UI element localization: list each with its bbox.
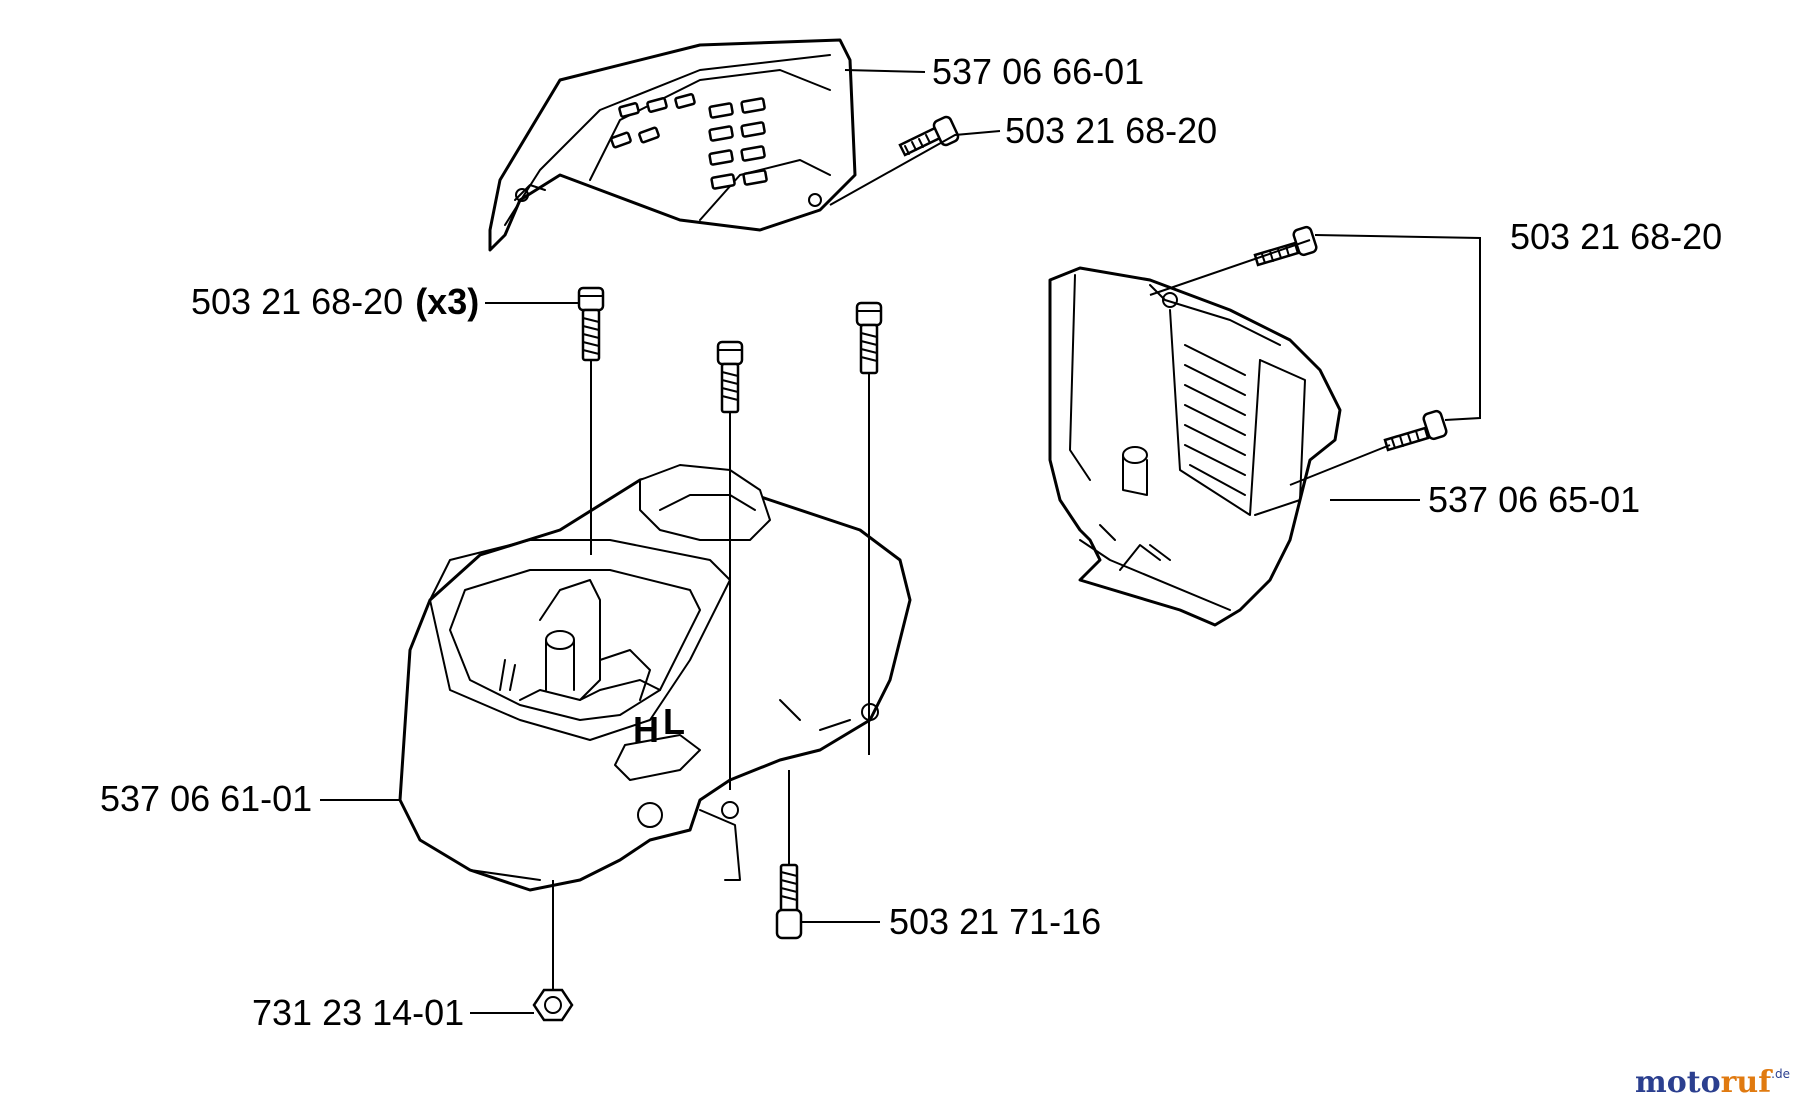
label-top-cover-screw: 503 21 68-20 — [1005, 110, 1217, 151]
label-bottom-screw: 503 21 71-16 — [889, 901, 1101, 942]
cylinder-cover-part — [398, 464, 912, 892]
cylinder-cover-screw-middle — [716, 340, 744, 414]
bottom-screw — [775, 863, 803, 940]
cylinder-cover-screw-right — [855, 301, 883, 375]
choke-h-marking: H — [633, 709, 659, 750]
label-right-cover-screws: 503 21 68-20 — [1510, 216, 1722, 257]
label-cylinder-cover-screws-qty: (x3) — [415, 281, 479, 322]
svg-text:motoruf.de: motoruf.de — [1635, 1065, 1790, 1100]
brand-moto: moto — [1635, 1065, 1721, 1100]
label-cylinder-cover-screws: 503 21 68-20(x3) — [191, 281, 479, 322]
right-cover-part — [1048, 266, 1342, 627]
label-nut: 731 23 14-01 — [252, 992, 464, 1033]
right-cover-screw-upper — [1253, 225, 1318, 267]
label-right-cover: 537 06 65-01 — [1428, 479, 1640, 520]
top-cover-part — [488, 38, 857, 252]
label-top-cover: 537 06 66-01 — [932, 51, 1144, 92]
brand-tld: .de — [1771, 1067, 1790, 1081]
right-cover-fins — [1184, 344, 1246, 496]
top-cover-screw — [898, 115, 960, 157]
cylinder-cover-screw-left — [577, 286, 605, 362]
hex-nut — [532, 988, 574, 1022]
leader-lines — [320, 69, 1481, 1014]
choke-l-marking: L — [663, 701, 685, 742]
label-cylinder-cover: 537 06 61-01 — [100, 778, 312, 819]
brand-ruf: ruf — [1721, 1065, 1774, 1100]
top-cover-vents — [610, 93, 768, 190]
right-cover-screw-lower — [1383, 409, 1448, 452]
brand-watermark: motoruf.de — [1635, 1065, 1790, 1100]
